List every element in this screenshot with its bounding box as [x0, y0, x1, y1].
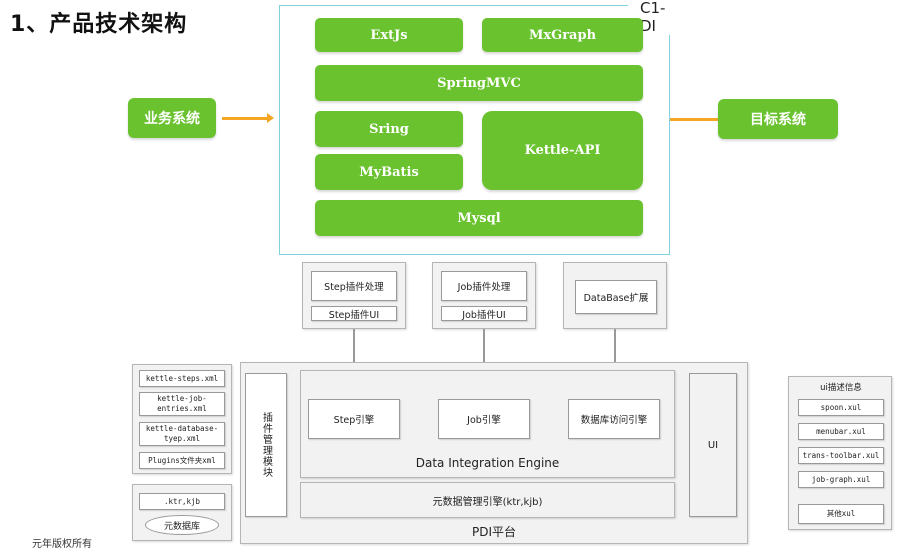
step-engine: Step引擎 [308, 399, 400, 439]
repo-files: .ktr,kjb [139, 493, 225, 510]
database-extension-group: DataBase扩展 [563, 262, 667, 329]
xul-spoon: spoon.xul [798, 399, 884, 416]
step-plugin-process: Step插件处理 [311, 271, 397, 301]
file-plugins-folder: Plugins文件夹xml [139, 452, 225, 469]
file-kettle-job-entries: kettle-job- entries.xml [139, 392, 225, 416]
pdi-platform-label: PDI平台 [471, 525, 517, 539]
mybatis-box: MyBatis [315, 154, 463, 190]
connector-step [353, 329, 355, 393]
plugin-management-module: 插件管理模块 [245, 373, 287, 517]
business-system-box: 业务系统 [128, 98, 216, 138]
job-plugin-ui: Job插件UI [441, 306, 527, 321]
ui-descriptor-group: ui描述信息 spoon.xul menubar.xul trans-toolb… [788, 376, 892, 530]
xul-others: 其他xul [798, 504, 884, 524]
xul-job-graph: job-graph.xul [798, 471, 884, 488]
sring-box: Sring [315, 111, 463, 147]
arrow-line-left [222, 117, 267, 120]
target-system-box: 目标系统 [718, 99, 838, 139]
arrow-line-right [670, 118, 718, 121]
copyright: 元年版权所有 [32, 539, 92, 550]
mxgraph-box: MxGraph [482, 18, 643, 52]
file-kettle-steps: kettle-steps.xml [139, 370, 225, 387]
left-files-group: kettle-steps.xml kettle-job- entries.xml… [132, 364, 232, 474]
kettle-api-box: Kettle-API [482, 111, 643, 190]
job-plugin-process: Job插件处理 [441, 271, 527, 301]
springmvc-box: SpringMVC [315, 65, 643, 101]
connector-job [483, 329, 485, 393]
metadata-engine: 元数据管理引擎(ktr,kjb) [300, 482, 675, 518]
metadata-db-cylinder: 元数据库 [145, 515, 219, 535]
xul-trans-toolbar: trans-toolbar.xul [798, 447, 884, 464]
extjs-box: ExtJs [315, 18, 463, 52]
arrow-head-left [267, 113, 274, 123]
xul-menubar: menubar.xul [798, 423, 884, 440]
page-title: 1、产品技术架构 [10, 12, 188, 37]
step-plugin-group: Step插件处理 Step插件UI [302, 262, 406, 329]
file-kettle-database-type: kettle-database- tyep.xml [139, 422, 225, 446]
ui-box: UI [689, 373, 737, 517]
connector-db [614, 329, 616, 393]
database-extension: DataBase扩展 [575, 280, 657, 314]
db-access-engine: 数据库访问引擎 [568, 399, 660, 439]
job-engine: Job引擎 [438, 399, 530, 439]
step-plugin-ui: Step插件UI [311, 306, 397, 321]
ui-descriptor-title: ui描述信息 [820, 383, 862, 393]
job-plugin-group: Job插件处理 Job插件UI [432, 262, 536, 329]
mysql-box: Mysql [315, 200, 643, 236]
left-repo-group: .ktr,kjb 元数据库 [132, 484, 232, 541]
die-label: Data Integration Engine [415, 456, 560, 470]
